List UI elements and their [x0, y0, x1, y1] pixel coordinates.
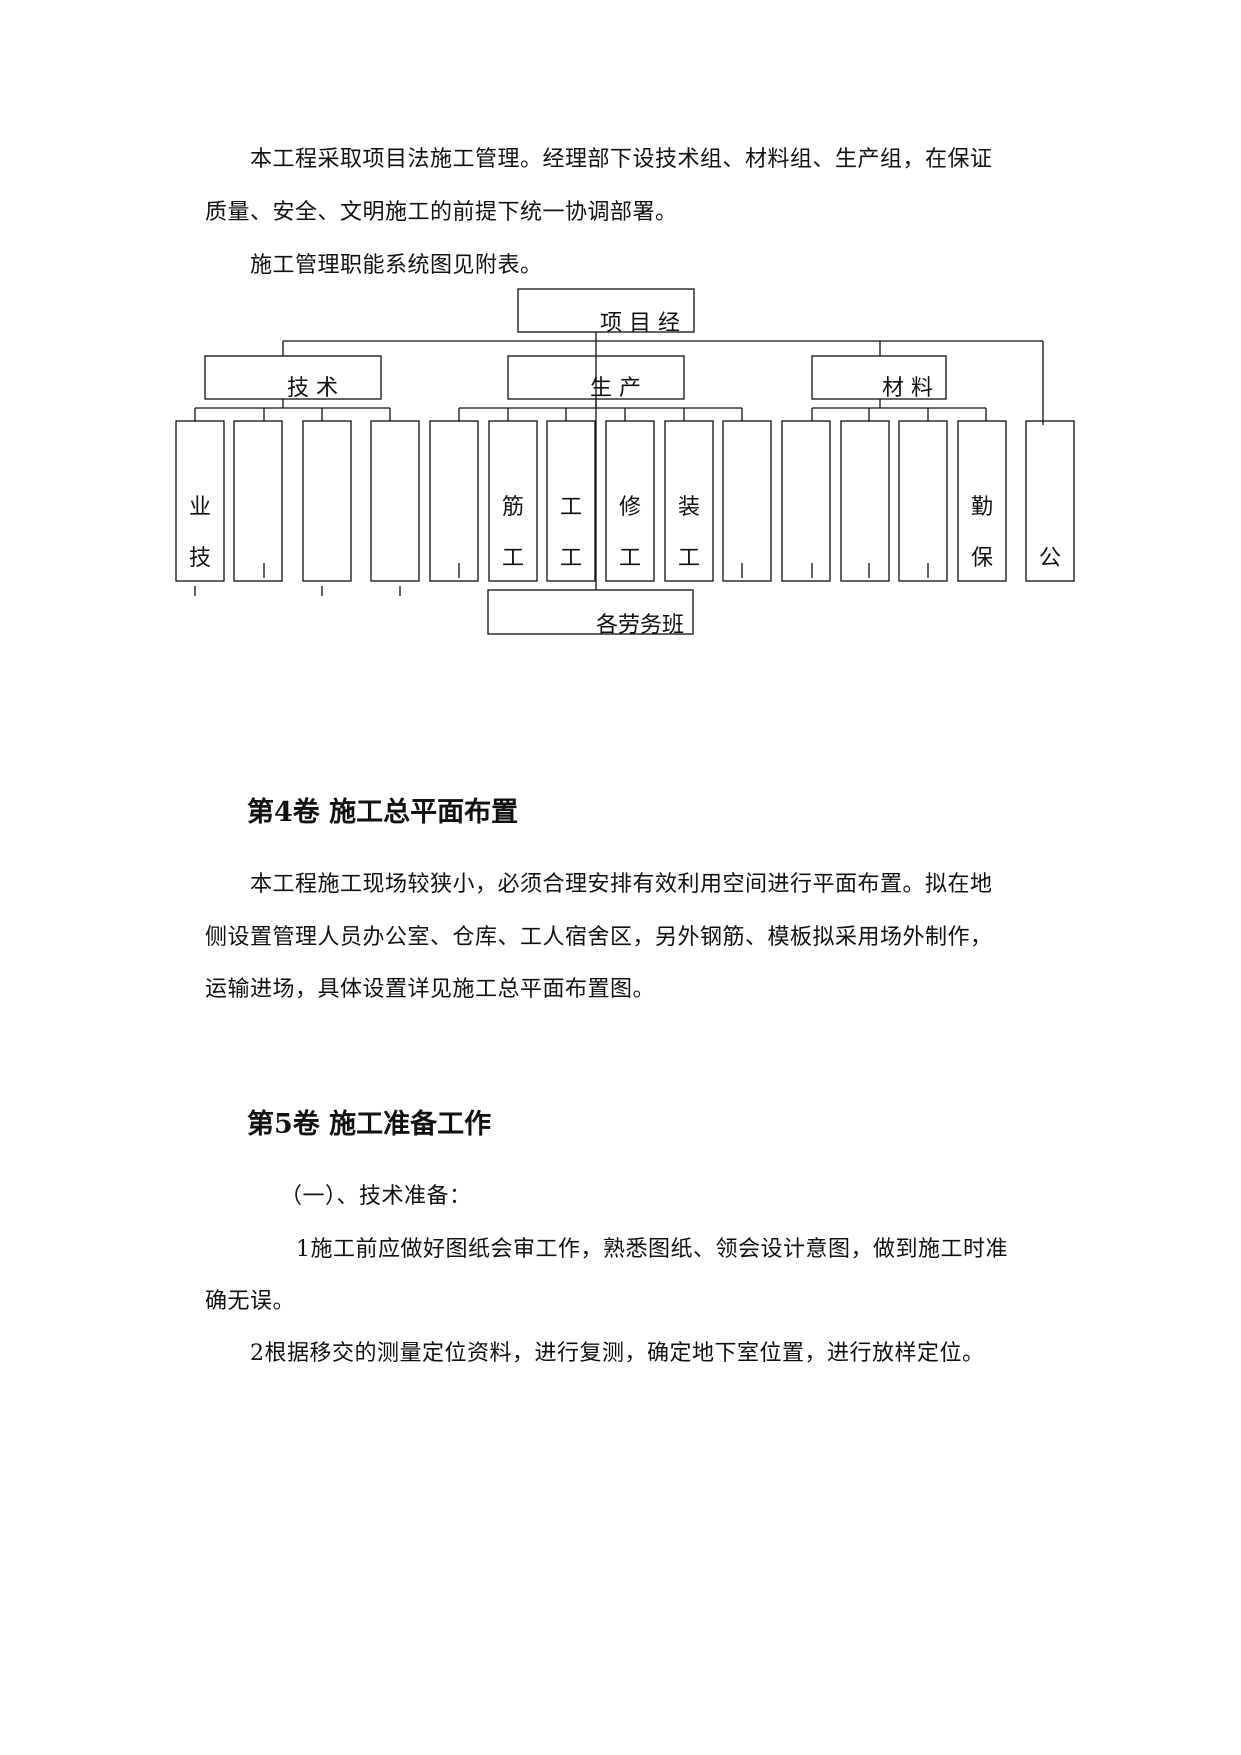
org-column-box [664, 420, 714, 582]
section-5-item-1-line-1: 1施工前应做好图纸会审工作，熟悉图纸、领会设计意图，做到施工时准 [296, 1237, 1008, 1262]
org-column-box [840, 420, 890, 582]
org-column-box [488, 420, 538, 582]
section-5-subheading: （一）、技术准备： [280, 1184, 472, 1209]
org-column-box [898, 420, 948, 582]
org-group-box-tech [204, 355, 382, 400]
section-5-heading: 第5卷 施工准备工作 [247, 1109, 492, 1140]
org-column-box [781, 420, 831, 582]
section-4-heading: 第4卷 施工总平面布置 [247, 797, 519, 828]
org-bottom-label: 各劳务班 [596, 613, 684, 638]
section-5-item-2: 2根据移交的测量定位资料，进行复测，确定地下室位置，进行放样定位。 [250, 1341, 985, 1366]
org-column-label: 工 [678, 546, 700, 571]
org-group-label-tech: 技 术 [287, 376, 338, 401]
chart-reference-paragraph: 施工管理职能系统图见附表。 [250, 253, 543, 278]
org-column-box [302, 420, 352, 582]
org-column-label: 公 [1039, 546, 1061, 571]
org-column-label: 筋 [502, 495, 524, 520]
org-top-box [517, 288, 695, 333]
org-column-label: 工 [619, 546, 641, 571]
org-column-label: 工 [560, 495, 582, 520]
org-column-label: 技 [189, 546, 211, 571]
org-column-box [957, 420, 1007, 582]
org-column-label: 业 [189, 495, 211, 520]
section-5-item-1-line-2: 确无误。 [205, 1289, 296, 1314]
org-column-box [233, 420, 283, 582]
section-4-line-3: 运输进场，具体设置详见施工总平面布置图。 [205, 977, 656, 1002]
org-column-box [605, 420, 655, 582]
org-top-label: 项 目 经 [600, 311, 680, 336]
org-column-box [175, 420, 225, 582]
intro-paragraph-line-2: 质量、安全、文明施工的前提下统一协调部署。 [205, 200, 678, 225]
section-4-line-2: 侧设置管理人员办公室、仓库、工人宿舍区，另外钢筋、模板拟采用场外制作， [205, 925, 993, 950]
section-4-line-1: 本工程施工现场较狭小，必须合理安排有效利用空间进行平面布置。拟在地 [250, 872, 993, 897]
org-column-box [722, 420, 772, 582]
org-column-box [1025, 420, 1075, 582]
org-column-label: 保 [971, 546, 993, 571]
org-group-box-material [811, 355, 947, 400]
org-column-box [546, 420, 596, 582]
org-column-label: 修 [619, 495, 641, 520]
org-column-label: 工 [502, 546, 524, 571]
org-group-label-production: 生 产 [590, 376, 641, 401]
intro-paragraph-line-1: 本工程采取项目法施工管理。经理部下设技术组、材料组、生产组，在保证 [250, 147, 993, 172]
org-column-box [429, 420, 479, 582]
org-group-label-material: 材 料 [882, 376, 933, 401]
org-column-label: 勤 [971, 495, 993, 520]
org-column-label: 工 [560, 546, 582, 571]
org-bottom-box [487, 589, 694, 635]
org-column-label: 装 [678, 495, 700, 520]
org-column-box [370, 420, 420, 582]
org-chart: 项 目 经 技 术 生 产 材 料 [175, 288, 1075, 638]
